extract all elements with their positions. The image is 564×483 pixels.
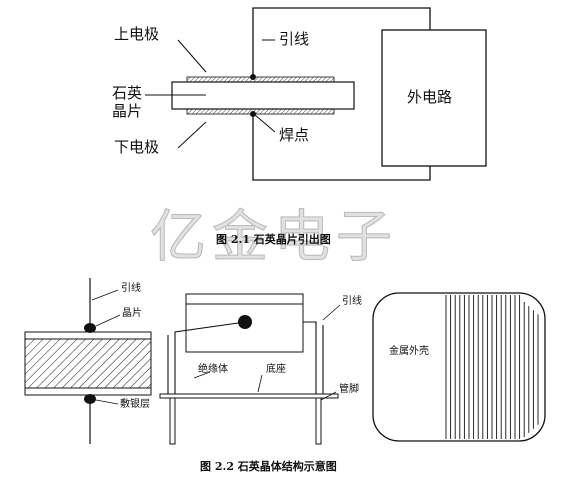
leader-silver: [95, 399, 119, 405]
label-external-circuit: 外电路: [407, 88, 453, 106]
label-upper-electrode: 上电极: [114, 25, 160, 43]
solder-point-upper: [250, 74, 256, 80]
leader-lower-electrode: [177, 121, 207, 149]
label-lead-wire-right: 引线: [342, 296, 362, 307]
label-silver-layer: 敷银层: [120, 399, 150, 410]
top-diagram: [145, 7, 487, 181]
lead-wire-lower: [252, 114, 431, 181]
watermark: 亿金电子: [150, 205, 398, 271]
silver-layer-top: [24, 331, 152, 340]
internal-lead-left: [174, 321, 246, 396]
label-lead-wire-left: 引线: [121, 283, 141, 294]
bottom-middle-assembly: [159, 293, 341, 445]
leader-wafer: [95, 314, 121, 327]
label-metal-case: 金属外壳: [389, 346, 429, 357]
label-lower-electrode: 下电极: [114, 138, 160, 156]
solder-bump-top: [84, 323, 96, 333]
caption-figure-2-2: 图 2.2 石英晶体结构示意图: [200, 460, 337, 473]
leader-solder-point: [254, 114, 276, 133]
label-lead-wire: 引线: [279, 30, 310, 48]
label-pin: 管脚: [339, 384, 359, 395]
wafer-plate-top: [185, 293, 304, 305]
label-quartz-wafer: 石英 晶片: [112, 84, 143, 120]
leader-right-lead: [322, 304, 341, 321]
pin-right: [315, 397, 322, 445]
lower-electrode-layer: [186, 108, 335, 115]
leader-base: [257, 374, 263, 393]
pin-left: [169, 397, 176, 445]
metal-case-outline: [372, 292, 546, 442]
wafer-hatched: [24, 338, 152, 389]
label-insulator: 绝缘体: [198, 364, 228, 375]
base-plate: [159, 393, 339, 399]
leader-insulator: [193, 371, 211, 379]
label-base: 底座: [266, 364, 286, 375]
metal-case: [372, 292, 546, 442]
leader-left-lead: [91, 289, 119, 301]
solder-bump-bottom: [84, 394, 96, 404]
upper-electrode-layer: [186, 76, 335, 83]
leader-pin: [320, 391, 337, 401]
solder-point-lower: [250, 111, 256, 117]
bottom-left-section: [24, 278, 152, 444]
label-wafer: 晶片: [122, 308, 142, 319]
external-circuit-box: [381, 29, 487, 167]
leader-upper-electrode: [177, 39, 207, 73]
lead-wire-upper: [252, 7, 431, 77]
label-solder-point: 焊点: [279, 126, 310, 144]
internal-lead-right: [303, 321, 317, 396]
caption-figure-2-1: 图 2.1 石英晶片引出图: [216, 233, 331, 246]
silver-layer-bottom: [24, 387, 152, 396]
case-ribs: [445, 295, 539, 439]
